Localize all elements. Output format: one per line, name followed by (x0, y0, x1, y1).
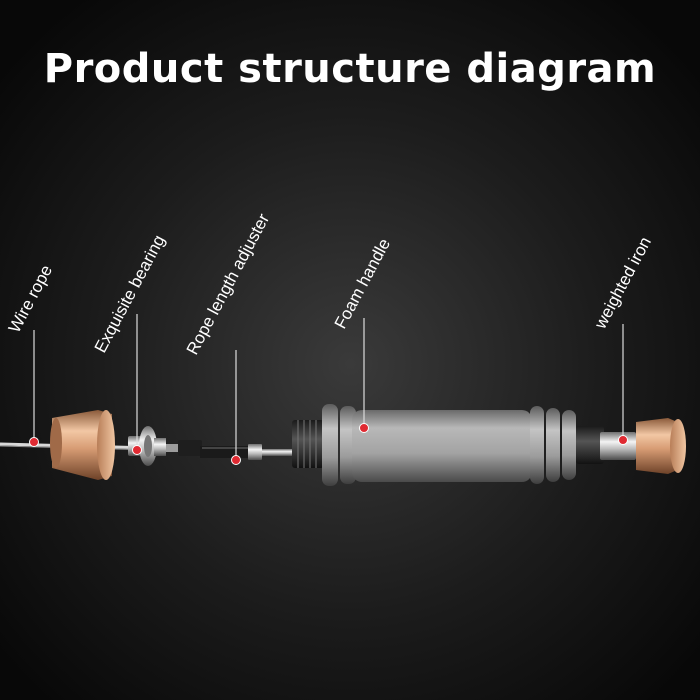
marker-weighted-iron (618, 435, 628, 445)
threaded-insert (292, 420, 324, 468)
copper-end-cap-right (636, 418, 686, 474)
marker-exquisite-bearing (132, 445, 142, 455)
label-foam-handle: Foam handle (331, 235, 394, 332)
bearing-part (128, 426, 166, 466)
foam-handle-part (322, 404, 576, 486)
label-weighted-iron: weighted iron (590, 234, 655, 333)
label-exquisite-bearing: Exquisite bearing (91, 232, 169, 356)
marker-wire-rope (29, 437, 39, 447)
weighted-iron-part (576, 426, 636, 464)
copper-end-cap-left (50, 410, 115, 480)
marker-foam-handle (359, 423, 369, 433)
diagram-title: Product structure diagram (43, 46, 657, 92)
marker-rope-length-adjuster (231, 455, 241, 465)
label-rope-length-adjuster: Rope length adjuster (183, 210, 274, 358)
label-wire-rope: Wire rope (5, 262, 56, 336)
rope-length-adjuster-part (166, 440, 292, 460)
